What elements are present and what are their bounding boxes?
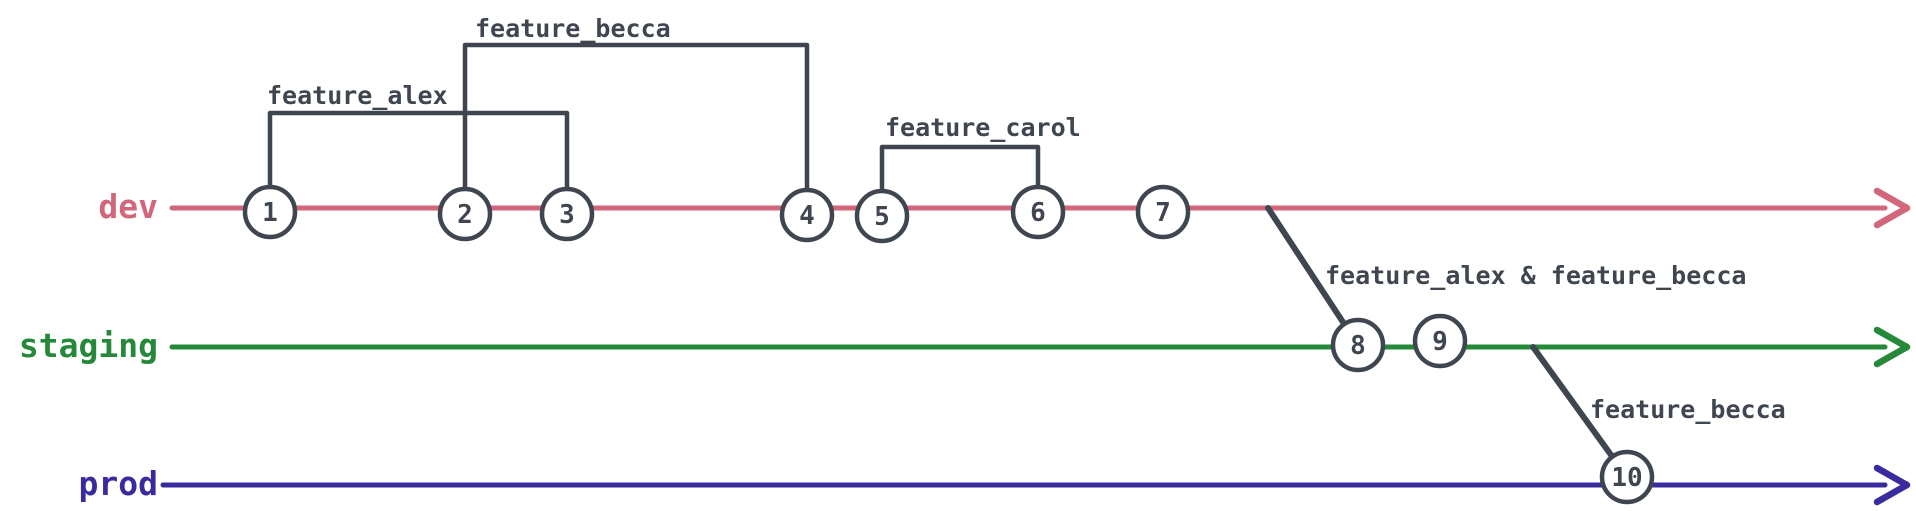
- commit-node-8: [1330, 317, 1386, 373]
- merge-label: feature_alex & feature_becca: [1325, 261, 1746, 290]
- commit-node-3: [539, 186, 595, 242]
- merge-label: feature_becca: [1590, 395, 1786, 424]
- commit-number-4: 4: [799, 201, 815, 231]
- commit-number-3: 3: [559, 200, 575, 230]
- commit-node-9: [1412, 313, 1468, 369]
- merge-line-dev-to-commit-8: [1265, 205, 1361, 348]
- arrowhead-icon-staging: [1873, 326, 1911, 368]
- feature-bracket-label-feature_carol: feature_carol: [885, 113, 1081, 142]
- branch-label-staging: staging: [19, 326, 158, 365]
- feature-bracket-label-feature_becca: feature_becca: [475, 14, 671, 43]
- commit-number-8: 8: [1350, 331, 1366, 361]
- commit-node-5: [854, 188, 910, 244]
- feature-bracket-label-feature_alex: feature_alex: [267, 81, 448, 110]
- commit-number-5: 5: [874, 202, 890, 232]
- branch-label-dev: dev: [98, 187, 158, 226]
- commit-number-2: 2: [457, 200, 473, 230]
- commit-number-7: 7: [1155, 198, 1171, 228]
- commit-node-2: [437, 186, 493, 242]
- commit-number-1: 1: [262, 198, 278, 228]
- feature-bracket-feature_becca: [462, 42, 810, 218]
- arrowhead-icon-dev: [1873, 187, 1911, 229]
- branch-label-prod: prod: [79, 464, 158, 503]
- commit-number-6: 6: [1030, 198, 1046, 228]
- arrowhead-icon-prod: [1873, 464, 1911, 506]
- feature-bracket-feature_alex: [267, 110, 570, 217]
- commit-node-6: [1010, 184, 1066, 240]
- commit-node-10: [1599, 449, 1655, 505]
- commit-number-9: 9: [1432, 327, 1448, 357]
- commit-node-4: [779, 187, 835, 243]
- commit-node-7: [1135, 184, 1191, 240]
- commit-number-10: 10: [1611, 463, 1642, 493]
- commit-node-1: [242, 184, 298, 240]
- feature-bracket-feature_carol: [879, 144, 1041, 219]
